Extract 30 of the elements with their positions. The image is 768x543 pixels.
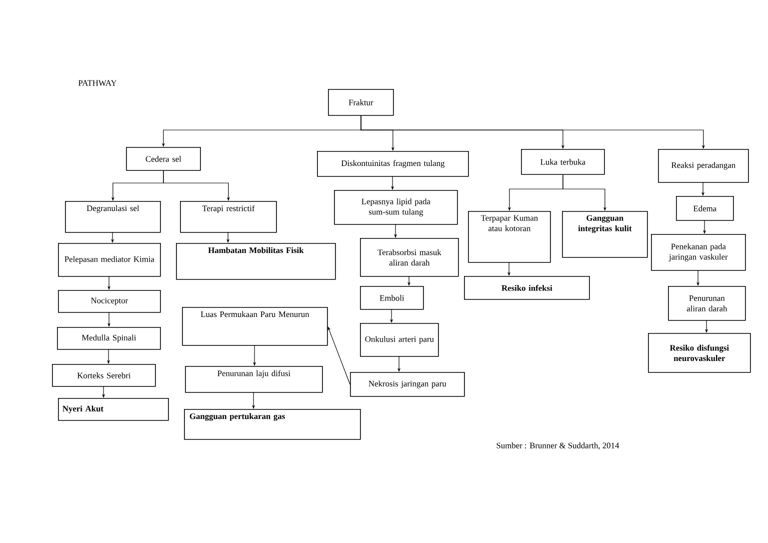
process-box: Penurunan aliran darah [668, 286, 746, 321]
process-box: Gangguan pertukaran gas [184, 409, 361, 440]
process-box: Lepasnya lipid pada sum-sum tulang [334, 190, 458, 225]
process-box: Penekanan pada jaringan vaskuler [651, 234, 746, 271]
process-box: Terapi restrictif [180, 201, 277, 233]
process-box: Luka terbuka [521, 149, 605, 175]
process-box: Fraktur [328, 89, 394, 116]
process-box: Penurunan laju difusi [185, 366, 323, 393]
process-box: Pelepasan mediator Kimia [58, 243, 161, 277]
process-box: Onkulusi arteri paru [360, 323, 439, 357]
process-box: Reaksi peradangan [658, 149, 749, 183]
process-box: Diskontuinitas fragmen tulang [317, 151, 469, 177]
process-box: Nekrosis jaringan paru [350, 372, 465, 397]
process-box: Hambatan Mobilitas Fisik [176, 243, 336, 280]
process-box: Terabsorbsi masuk aliran darah [360, 238, 459, 277]
process-box: Degranulasi sel [65, 201, 161, 233]
process-box: Edema [676, 196, 734, 221]
process-box: Nyeri Akut [58, 398, 169, 421]
process-box: Terpapar Kuman atau kotoran [468, 211, 551, 263]
process-box: Medulla Spinali [57, 327, 161, 350]
process-box: Nociceptor [58, 290, 161, 313]
process-box: Resiko infeksi [464, 276, 590, 300]
process-box: Gangguan integritas kulit [562, 211, 648, 258]
source-note: Sumber : Brunner & Suddarth, 2014 [496, 442, 620, 450]
process-box: Resiko disfungsi neurovaskuler [648, 333, 751, 373]
process-box: Korteks Serebri [52, 364, 156, 387]
title: PATHWAY [78, 80, 117, 86]
process-box: Luas Permukaan Paru Menurun [182, 307, 328, 346]
process-box: Emboli [360, 286, 424, 310]
process-box: Cedera sel [126, 147, 201, 171]
